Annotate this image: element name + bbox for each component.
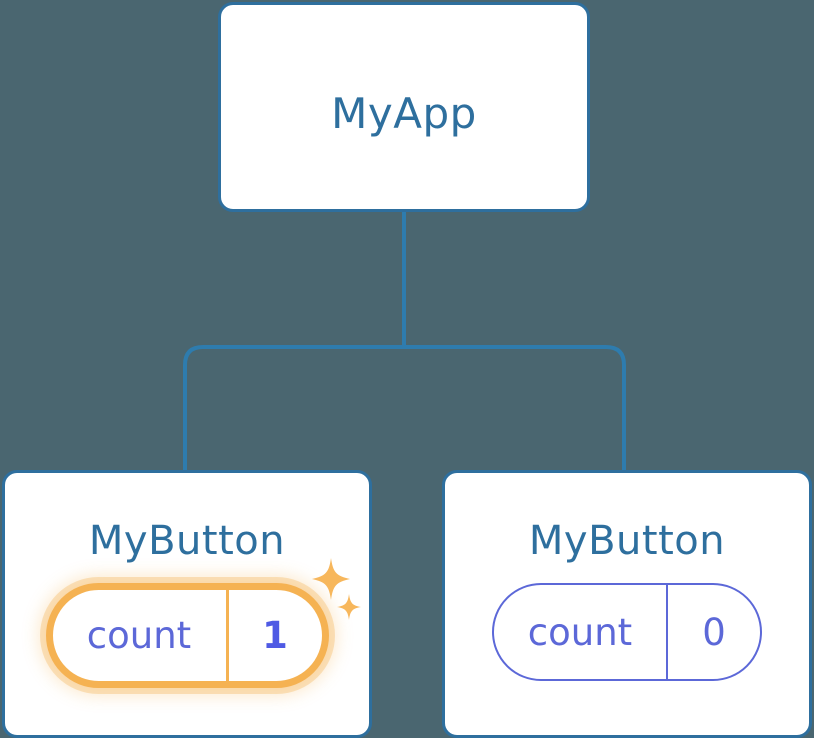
node-title: MyButton [88,518,286,564]
edge-to-child-0 [183,345,404,471]
state-key: count [86,614,192,657]
node-title: MyButton [528,518,726,564]
state-pill-wrap: count 0 [445,583,809,681]
node-title: MyApp [331,89,477,138]
state-key: count [527,610,633,654]
state-pill-wrap: count 1 [5,558,369,688]
edge-to-child-1 [404,345,626,471]
state-value: 0 [666,585,760,679]
node-myapp[interactable]: MyApp [218,2,590,212]
node-mybutton-1[interactable]: MyButton count 0 [442,470,812,738]
sparkle-small-icon [336,594,361,620]
node-mybutton-0[interactable]: MyButton count 1 [2,470,372,738]
state-value: 1 [225,590,322,681]
state-pill-highlighted[interactable]: count 1 [45,558,361,688]
state-pill[interactable]: count 0 [492,583,762,681]
